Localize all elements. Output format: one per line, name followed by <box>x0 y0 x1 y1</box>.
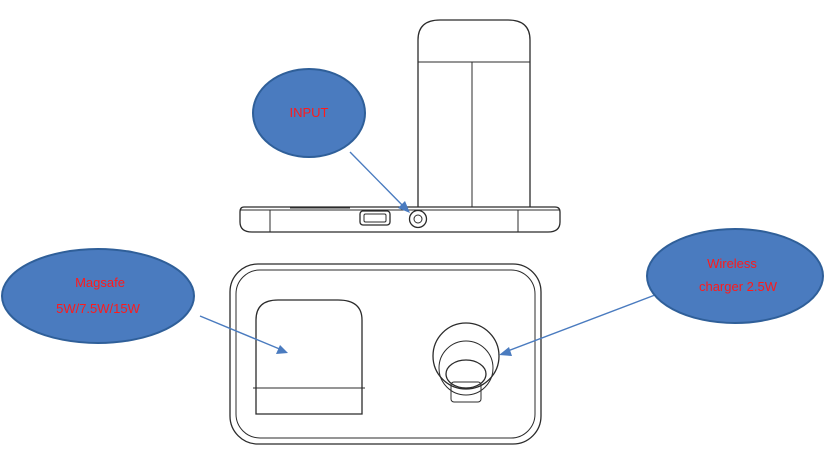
magsafe-bubble <box>1 248 195 344</box>
charger-side-view <box>239 19 561 233</box>
usb-port-inner <box>363 213 387 223</box>
dc-input-jack-pin <box>413 214 423 224</box>
magsafe-pad <box>255 299 363 415</box>
magsafe-arrowhead <box>276 345 288 354</box>
top-base-outer <box>229 263 542 445</box>
side-tower <box>417 19 531 207</box>
input-arrow <box>349 151 408 211</box>
input-label: INPUT <box>290 105 329 120</box>
side-base <box>239 206 561 233</box>
usb-port <box>359 210 391 226</box>
magsafe-callout: Magsafe 5W/7.5W/15W <box>1 248 195 344</box>
wireless-arrowhead <box>499 347 512 356</box>
input-bubble <box>252 68 366 158</box>
charger-top-view <box>229 263 542 445</box>
wireless-arrow <box>504 294 656 353</box>
input-arrowhead <box>398 201 410 213</box>
wireless-puck-outer <box>432 322 500 390</box>
wireless-puck-face <box>445 359 487 389</box>
dc-input-jack <box>408 209 428 229</box>
top-base-inner <box>235 269 536 439</box>
magsafe-label-line2: 5W/7.5W/15W <box>56 301 141 316</box>
wireless-puck-base <box>450 381 482 403</box>
callout-arrows <box>199 151 656 356</box>
magsafe-label-line1: Magsafe <box>75 275 125 290</box>
magsafe-arrow <box>199 315 283 351</box>
wireless-bubble <box>646 228 824 324</box>
wireless-label-line2: charger 2.5W <box>699 279 778 294</box>
wireless-callout: Wireless charger 2.5W <box>646 228 824 324</box>
wireless-puck-ring <box>438 340 494 396</box>
wireless-label-line1: Wireless <box>707 256 757 271</box>
input-callout: INPUT <box>252 68 366 158</box>
